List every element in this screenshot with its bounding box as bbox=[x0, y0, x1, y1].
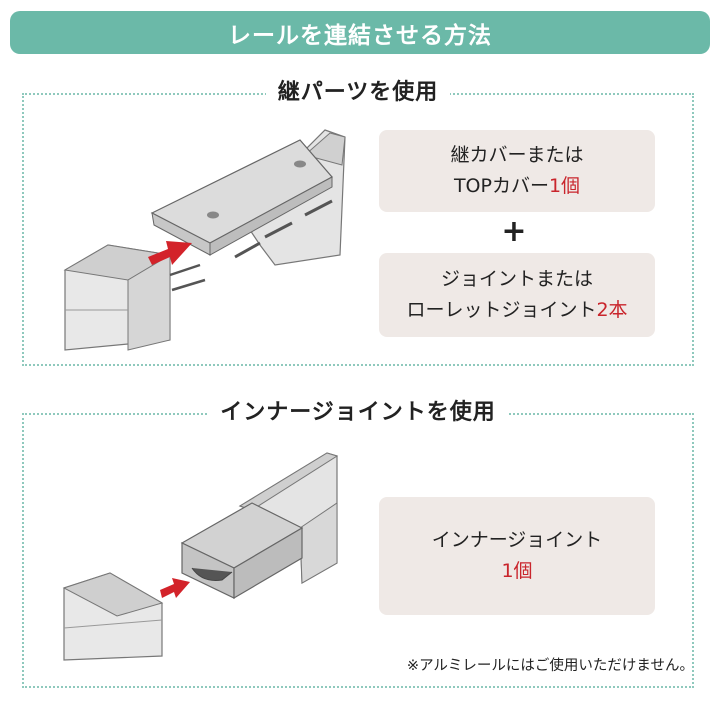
joint-info-box: ジョイントまたは ローレットジョイント2本 bbox=[379, 253, 655, 337]
cover-info-line2: TOPカバー1個 bbox=[454, 171, 580, 202]
inner-joint-info-box: インナージョイント 1個 bbox=[379, 497, 655, 615]
joint-info-count: 2本 bbox=[596, 299, 628, 321]
title-banner: レールを連結させる方法 bbox=[10, 11, 710, 54]
section-heading-2: インナージョイントを使用 bbox=[208, 400, 508, 425]
page-title: レールを連結させる方法 bbox=[228, 22, 492, 49]
inner-joint-illustration bbox=[62, 452, 339, 661]
cover-info-name: TOPカバー bbox=[453, 175, 549, 197]
joint-info-line1: ジョイントまたは bbox=[440, 268, 593, 290]
inner-joint-info-line1: インナージョイント bbox=[431, 529, 603, 551]
plus-sign: + bbox=[501, 214, 527, 249]
joint-parts-illustration bbox=[63, 129, 346, 351]
aluminum-note: ※アルミレールにはご使用いただけません。 bbox=[406, 658, 694, 674]
section-heading-wrap: 継パーツを使用 bbox=[24, 78, 692, 108]
cover-info-count: 1個 bbox=[548, 175, 581, 197]
cover-info-line1: 継カバーまたは bbox=[450, 144, 584, 166]
joint-info-name: ローレットジョイント bbox=[406, 299, 597, 321]
section-heading-wrap-2: インナージョイントを使用 bbox=[24, 398, 692, 428]
cover-info-box: 継カバーまたは TOPカバー1個 bbox=[379, 130, 655, 212]
section-heading: 継パーツを使用 bbox=[265, 80, 451, 105]
joint-info-line2: ローレットジョイント2本 bbox=[406, 295, 627, 326]
inner-joint-info-count: 1個 bbox=[501, 560, 533, 582]
section-joint-parts: 継パーツを使用 bbox=[22, 80, 694, 366]
section-inner-joint: インナージョイントを使用 bbox=[22, 400, 694, 688]
